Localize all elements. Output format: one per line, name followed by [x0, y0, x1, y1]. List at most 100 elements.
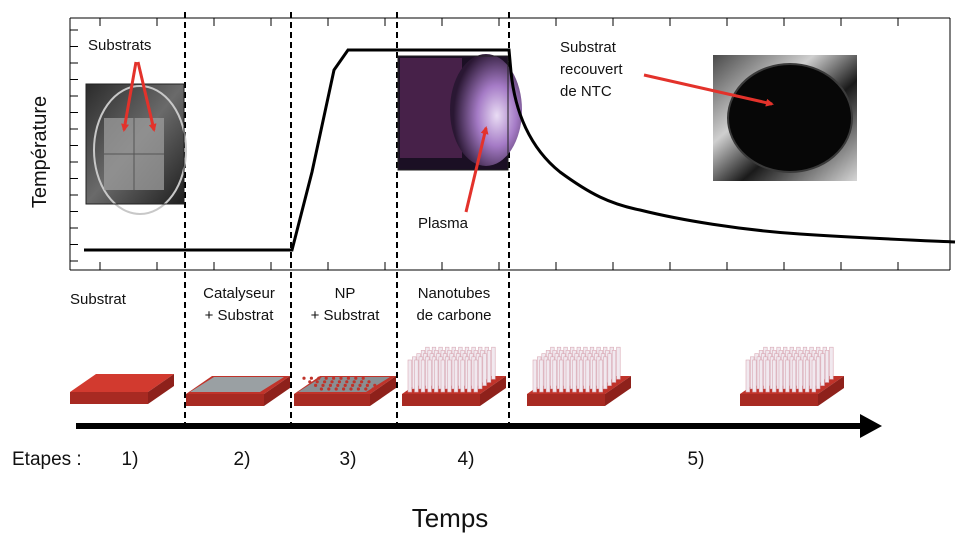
np-dot: [328, 383, 332, 387]
nanotube: [772, 359, 777, 393]
cnt-base-front: [527, 394, 605, 406]
substrats-arrows: [121, 61, 157, 132]
nanotube: [453, 359, 459, 393]
nanotube: [486, 350, 492, 383]
np-dot: [324, 376, 328, 380]
nanotube: [820, 353, 825, 386]
nanotube: [482, 353, 487, 386]
nanotube: [616, 346, 621, 380]
np-dot: [354, 376, 358, 380]
np-dot: [319, 387, 323, 391]
nanotube: [778, 359, 783, 393]
substrate-blocks: [70, 346, 844, 406]
block-nanotubes-1: [402, 346, 506, 406]
nanotube: [585, 359, 590, 393]
nanotube: [572, 359, 577, 393]
phase-label-np-2: + Substrat: [310, 307, 380, 324]
cnt-base-front: [402, 394, 480, 406]
nanotube: [785, 359, 790, 393]
nanotube: [440, 359, 445, 393]
np-dot: [308, 380, 312, 384]
np-dot: [356, 387, 360, 391]
phase-label-substrat: Substrat: [70, 291, 126, 308]
nanotube: [824, 350, 830, 383]
step-1: 1): [121, 449, 139, 470]
np-dot: [309, 376, 313, 380]
coated-arrow: [643, 73, 774, 107]
np-dot: [358, 383, 362, 387]
np-dot: [364, 387, 368, 391]
nanotube: [545, 359, 551, 393]
phase-label-nanotubes-2: de carbone: [416, 307, 492, 324]
np-dot: [321, 383, 325, 387]
block-catalyseur: [186, 376, 290, 406]
nanotube: [816, 356, 821, 390]
nanotube: [434, 359, 439, 393]
nanotube: [552, 359, 557, 393]
nanotube: [447, 359, 452, 393]
np-dot: [314, 383, 318, 387]
nanotube: [578, 359, 584, 393]
nanotube: [467, 359, 472, 393]
nanotube: [478, 356, 483, 390]
np-dot: [330, 380, 334, 384]
coated-label-line1: Substrat: [560, 39, 616, 56]
nanotube: [539, 359, 544, 393]
np-dot: [360, 380, 364, 384]
cnt-base-front: [740, 394, 818, 406]
np-dot: [327, 387, 331, 391]
np-dot: [345, 380, 349, 384]
np-dot: [352, 380, 356, 384]
np-dot: [317, 376, 321, 380]
y-axis-label: Température: [29, 95, 51, 209]
photo-plasma: [397, 54, 522, 171]
nanotube: [745, 359, 750, 393]
np-dot: [373, 383, 377, 387]
nanotube: [758, 359, 764, 393]
steps-prefix: Etapes :: [12, 449, 82, 470]
np-dot: [342, 387, 346, 391]
np-dot: [361, 376, 365, 380]
nanotube: [598, 359, 603, 393]
np-dot: [339, 376, 343, 380]
nanotube: [427, 359, 432, 393]
np-dot: [315, 380, 319, 384]
step-2: 2): [233, 449, 251, 470]
np-dot: [371, 387, 375, 391]
block-nanotubes-3: [740, 346, 844, 406]
block-np: [294, 376, 396, 406]
temperature-curve: [84, 48, 956, 252]
block-substrat: [70, 374, 174, 404]
cnt-base-side: [818, 376, 844, 406]
nanotube: [559, 359, 564, 393]
np-dot: [332, 376, 336, 380]
nanotube: [532, 359, 537, 393]
np-dot: [351, 383, 355, 387]
cnt-base-side: [605, 376, 631, 406]
plot-frame: [69, 17, 951, 271]
nanotube: [791, 359, 797, 393]
step-4: 4): [457, 449, 475, 470]
np-dot: [365, 383, 369, 387]
nanotube: [607, 353, 612, 386]
nanotube: [752, 359, 757, 393]
np-dot: [343, 383, 347, 387]
phase-label-catalyseur-2: + Substrat: [204, 307, 274, 324]
photo-substrates: [85, 83, 187, 215]
nanotube: [491, 346, 496, 380]
nanotube: [592, 359, 597, 393]
nanotube: [473, 359, 478, 393]
nanotube: [805, 359, 810, 393]
nanotube: [811, 359, 816, 393]
block-nanotubes-2: [527, 346, 631, 406]
np-dot: [346, 376, 350, 380]
np-dot: [349, 387, 353, 391]
x-axis-label: Temps: [411, 503, 489, 533]
y-tick-marks: [70, 29, 78, 262]
nanotube: [829, 346, 834, 380]
step-3: 3): [339, 449, 357, 470]
phase-label-catalyseur-1: Catalyseur: [203, 285, 275, 302]
np-dot: [302, 376, 306, 380]
